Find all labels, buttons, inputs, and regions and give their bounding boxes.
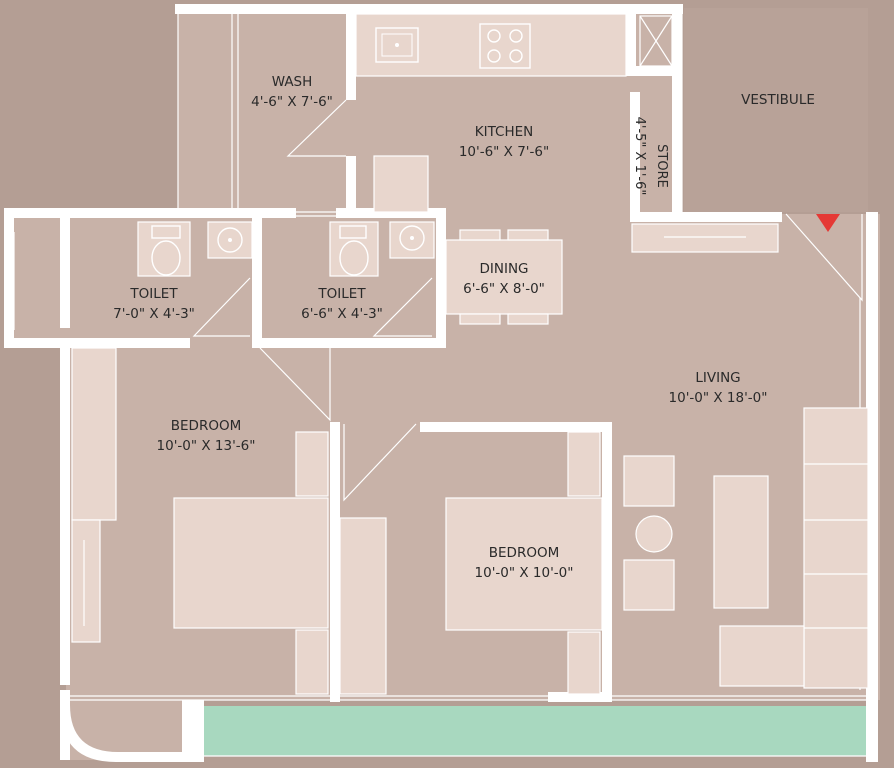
stove-icon [479, 23, 531, 69]
store-shelf [639, 15, 673, 67]
dining-name: DINING [479, 261, 528, 277]
toilet-1-size: 7'-0" X 4'-3" [113, 306, 195, 322]
sink-icon [375, 27, 419, 63]
bedroom-1-door [259, 347, 331, 422]
shoe-rack [631, 223, 779, 253]
store-size: 4'-5" X 1'-6" [632, 117, 647, 196]
kitchen-size: 10'-6" X 7'-6" [459, 144, 549, 160]
wash-name: WASH [272, 74, 313, 90]
wash-door [286, 99, 347, 157]
store-name: STORE [654, 144, 669, 188]
vestibule-area [684, 8, 868, 212]
toilet-icon [151, 225, 181, 276]
toilet-icon [339, 225, 369, 276]
washbasin-icon [399, 225, 425, 251]
wash-size: 4'-6" X 7'-6" [251, 94, 333, 110]
bedroom-2-door [343, 423, 417, 502]
toilet-1-name: TOILET [129, 286, 178, 302]
toilet-2-size: 6'-6" X 4'-3" [301, 306, 383, 322]
toilet-1-fixtures [137, 221, 253, 337]
kitchen-name: KITCHEN [475, 124, 534, 140]
room-labels: WASH 4'-6" X 7'-6" KITCHEN 10'-6" X 7'-6… [113, 74, 815, 581]
vestibule-name: VESTIBULE [741, 92, 815, 108]
entry-arrow-icon [816, 214, 840, 232]
bedroom-1-size: 10'-0" X 13'-6" [157, 438, 256, 454]
toilet-2-fixtures [329, 221, 435, 337]
dining-table [445, 229, 563, 325]
entry-door [785, 213, 863, 302]
washbasin-icon [217, 227, 243, 253]
bedroom-2-name: BEDROOM [489, 545, 559, 561]
living-size: 10'-0" X 18'-0" [669, 390, 768, 406]
bedroom-2-size: 10'-0" X 10'-0" [475, 565, 574, 581]
bedroom-2-furniture [339, 431, 603, 695]
bedroom-1-furniture [71, 347, 329, 695]
bedroom-1-name: BEDROOM [171, 418, 241, 434]
living-furniture [623, 407, 869, 689]
living-name: LIVING [695, 370, 740, 386]
dining-size: 6'-6" X 8'-0" [463, 281, 545, 297]
windows [13, 14, 866, 701]
balcony-planter [204, 706, 868, 756]
walls [4, 4, 878, 762]
toilet-2-name: TOILET [317, 286, 366, 302]
kitchen-counter [355, 13, 627, 213]
